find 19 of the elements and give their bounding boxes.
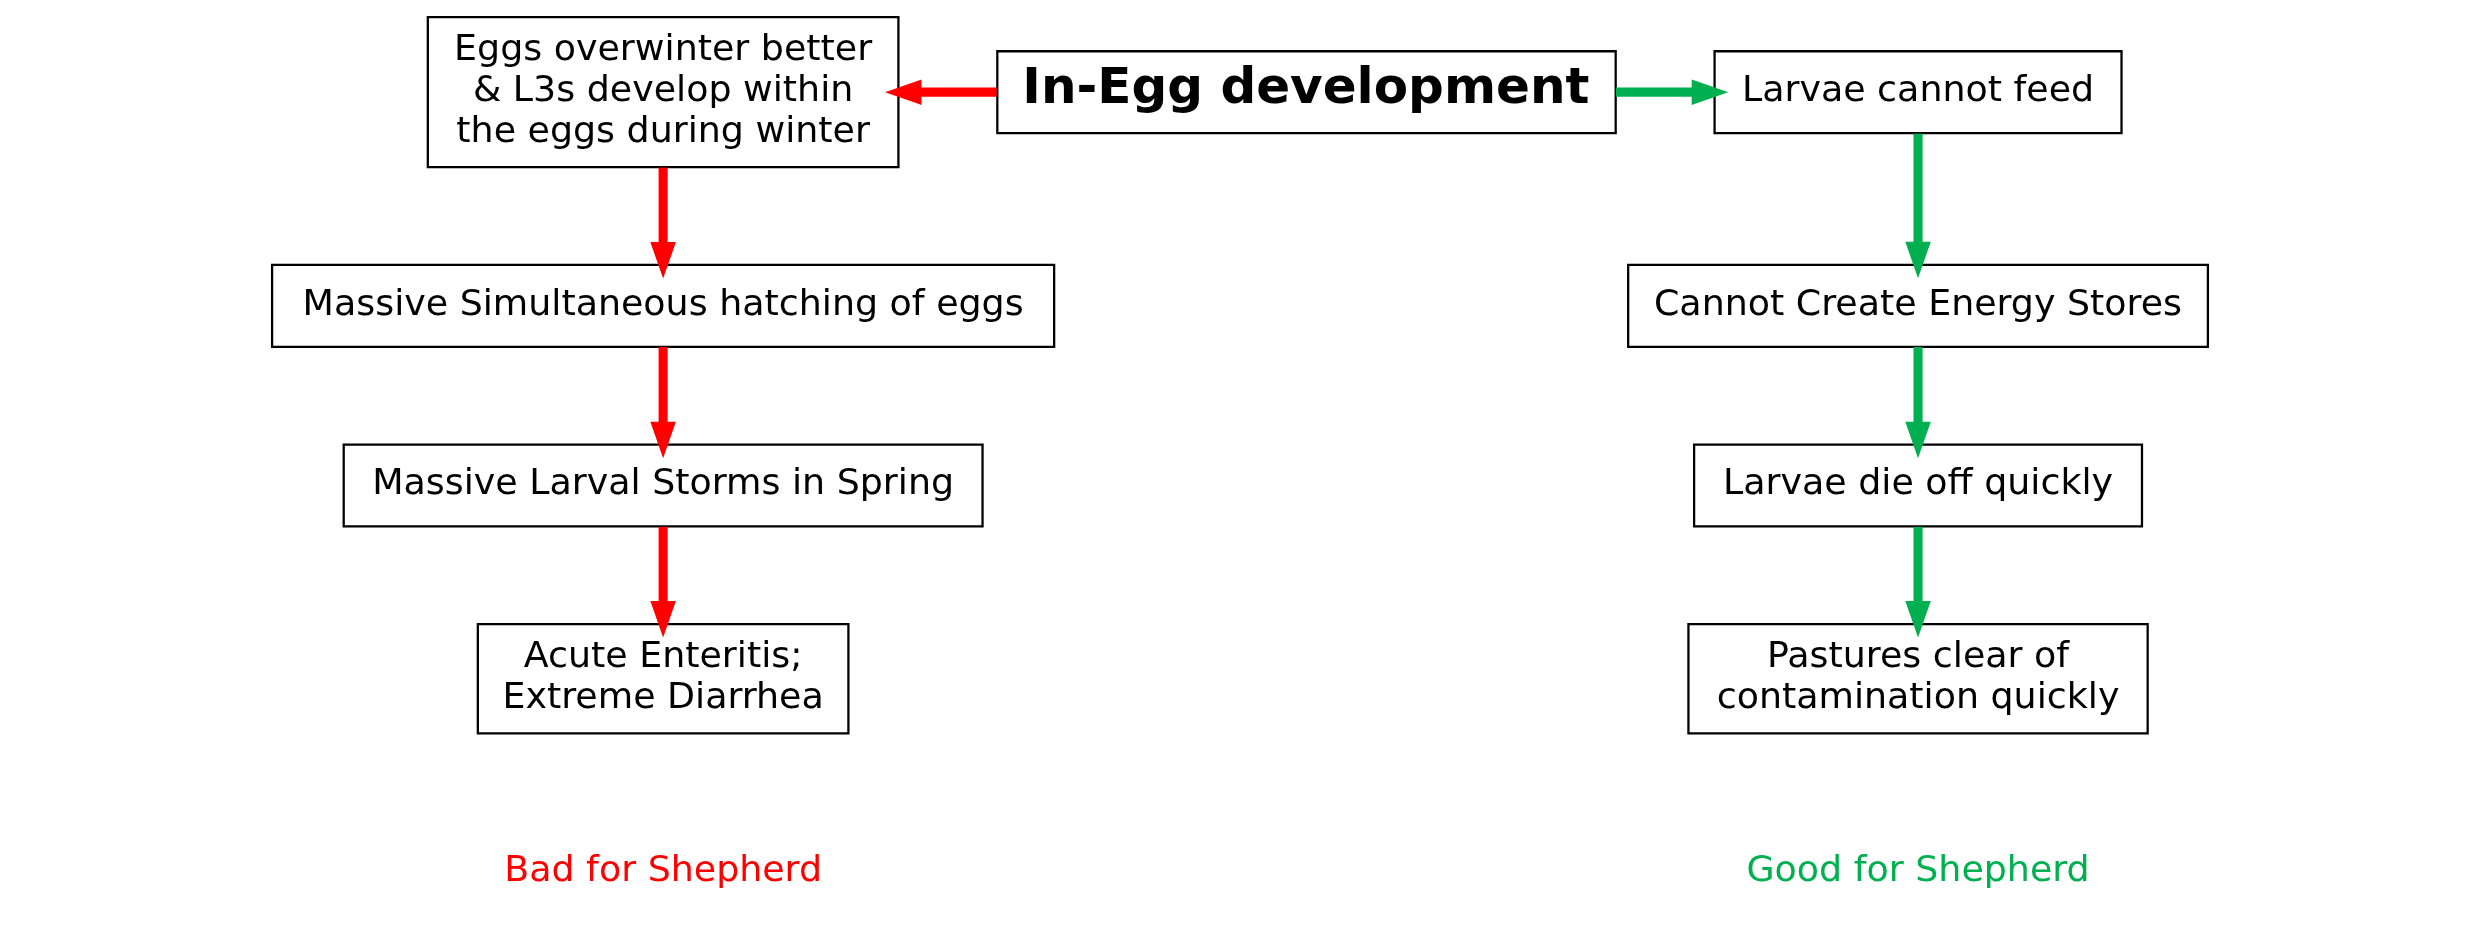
node-box: Eggs overwinter better & L3s develop within the eggs during winter bbox=[426, 16, 900, 169]
node-box: Acute Enteritis; Extreme Diarrhea bbox=[476, 623, 850, 735]
arrow bbox=[649, 167, 676, 279]
node-box: Pastures clear of contamination quickly bbox=[1686, 623, 2149, 735]
arrow bbox=[884, 79, 997, 105]
label: Bad for Shepherd bbox=[503, 846, 822, 890]
arrow bbox=[1904, 347, 1931, 459]
node-box: Massive Larval Storms in Spring bbox=[342, 443, 984, 528]
node-box: Massive Simultaneous hatching of eggs bbox=[270, 263, 1055, 348]
node-box: Larvae cannot feed bbox=[1712, 50, 2123, 135]
node-box: Cannot Create Energy Stores bbox=[1626, 263, 2209, 348]
arrow bbox=[1904, 133, 1931, 279]
arrow bbox=[1615, 79, 1728, 105]
node-box: Larvae die off quickly bbox=[1692, 443, 2143, 528]
arrow bbox=[649, 526, 676, 638]
arrow bbox=[649, 347, 676, 459]
label: Good for Shepherd bbox=[1745, 846, 2090, 890]
arrow bbox=[1904, 526, 1931, 638]
node-box: In-Egg development bbox=[995, 50, 1617, 135]
